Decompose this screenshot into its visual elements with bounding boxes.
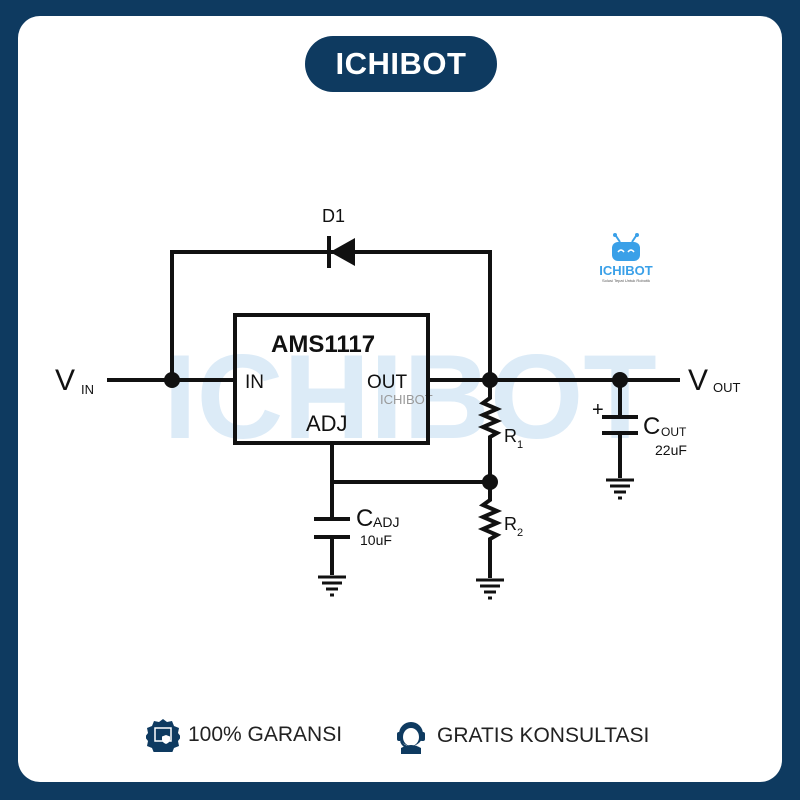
pin-in-label: IN: [245, 372, 264, 393]
junction-dots: [164, 372, 628, 490]
pin-adj-label: ADJ: [306, 411, 348, 436]
diode-d1: [320, 236, 360, 268]
warranty-label: 100% GARANSI: [188, 723, 343, 746]
r1-sub: 1: [517, 439, 523, 451]
svg-text:Solusi Tepat Untuk Robotik: Solusi Tepat Untuk Robotik: [602, 278, 650, 283]
capacitors: [314, 415, 638, 539]
headset-agent-icon: [397, 722, 425, 754]
diode-label: D1: [322, 206, 345, 226]
svg-text:ICHIBOT: ICHIBOT: [599, 263, 653, 278]
robot-icon: [612, 242, 640, 261]
cout-sub: OUT: [661, 425, 687, 439]
cout-value: 22uF: [655, 442, 687, 458]
vout-label: V: [688, 364, 708, 397]
cadj-value: 10uF: [360, 532, 392, 548]
resistors: [477, 380, 503, 578]
polarity-mark: +: [592, 399, 604, 421]
vin-label: V: [55, 364, 75, 397]
warranty-badge: 100% GARANSI: [146, 718, 342, 752]
consultation-label: GRATIS KONSULTASI: [437, 724, 650, 747]
ichibot-logo: ICHIBOT Solusi Tepat Untuk Robotik: [599, 233, 653, 283]
pin-out-label: OUT: [367, 372, 408, 393]
chip-label: AMS1117: [271, 331, 375, 358]
vin-sub: IN: [81, 382, 94, 397]
cout-label: C: [643, 413, 660, 440]
cadj-label: C: [356, 505, 373, 532]
content-panel: [18, 16, 782, 782]
brand-header: ICHIBOT: [305, 36, 497, 92]
consultation-badge: GRATIS KONSULTASI: [393, 718, 649, 754]
r1-label: R: [504, 426, 517, 446]
warranty-shield-icon: [146, 719, 180, 752]
cadj-sub: ADJ: [373, 514, 399, 530]
ams1117-chip: [233, 313, 430, 445]
vout-sub: OUT: [713, 380, 741, 395]
r2-label: R: [504, 514, 517, 534]
watermark-small: ICHIBOT: [380, 392, 433, 407]
r2-sub: 2: [517, 527, 523, 539]
ground-symbols: [318, 478, 634, 600]
